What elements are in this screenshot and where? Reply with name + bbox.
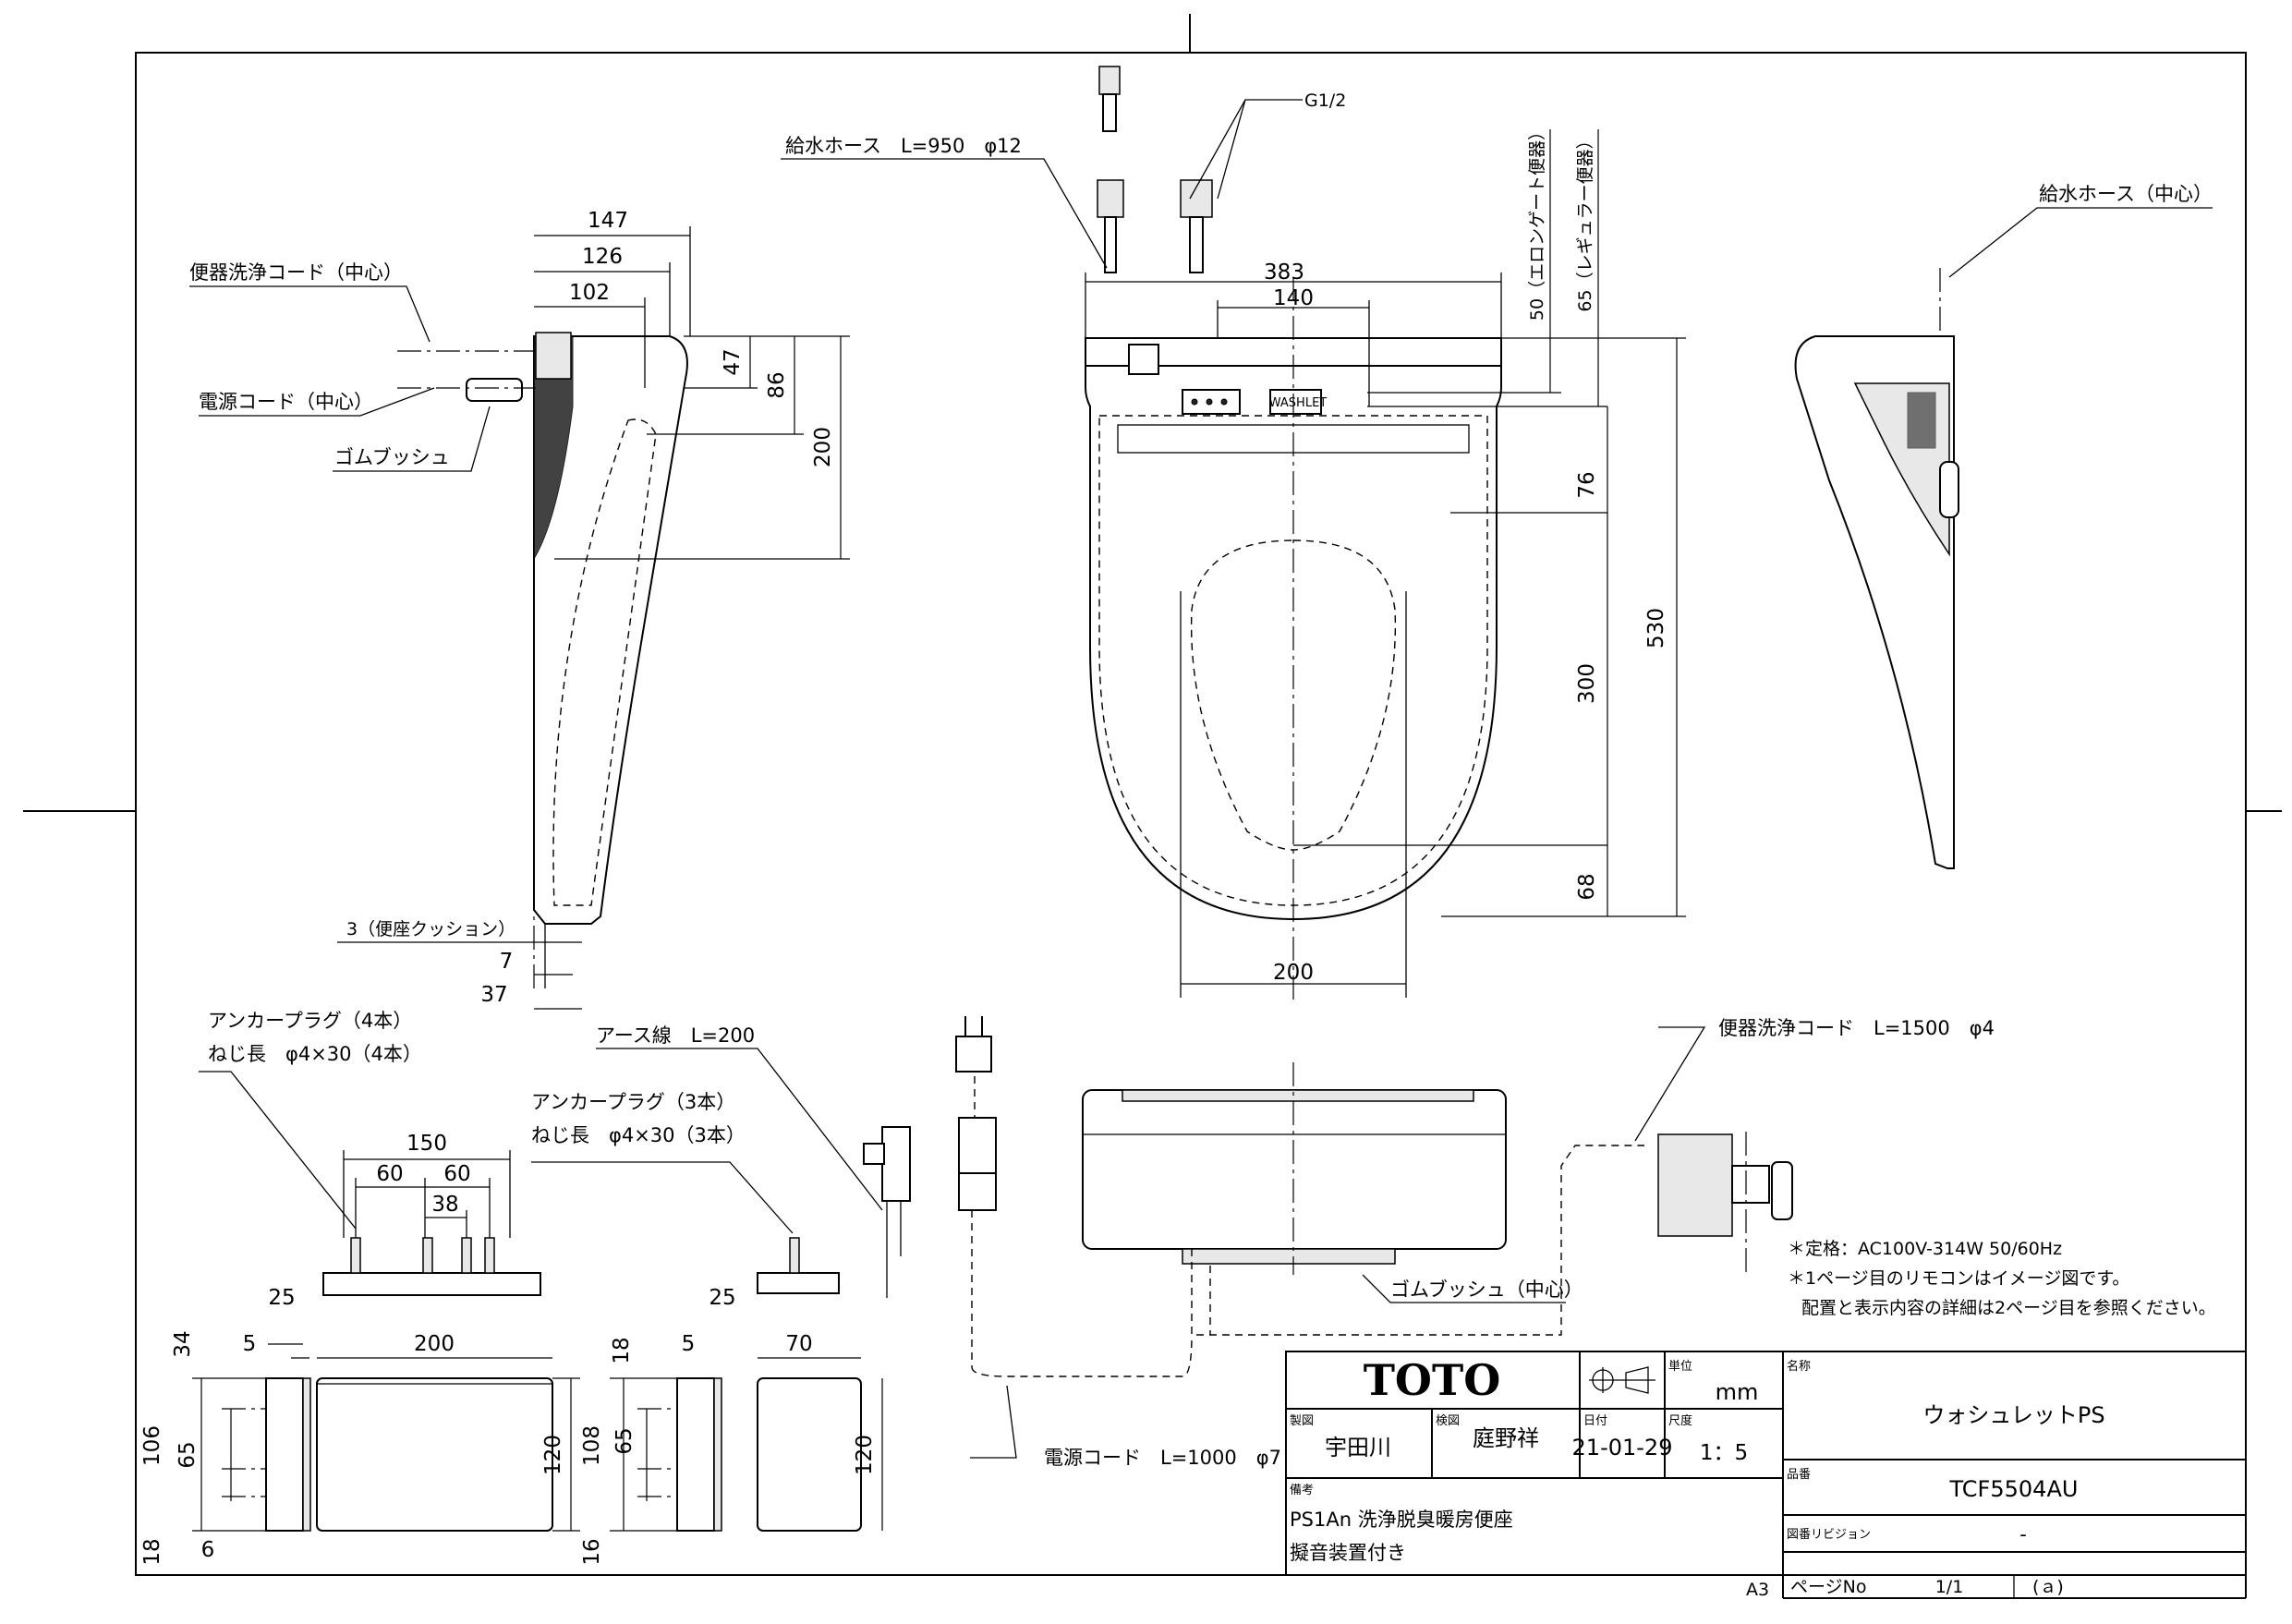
value-drawn: 宇田川 [1325, 1435, 1391, 1460]
value-scale: 1：5 [1700, 1441, 1748, 1465]
label-power-cord-center: 電源コード（中心） [199, 391, 373, 413]
dim-200-rc: 200 [414, 1332, 455, 1356]
dim-106: 106 [140, 1425, 164, 1466]
value-name: ウォシュレットPS [1922, 1402, 2104, 1428]
label-unit: 単位 [1668, 1359, 1692, 1374]
dim-25b: 25 [709, 1286, 735, 1310]
remote-holder-left [192, 1343, 580, 1532]
dim-47: 47 [721, 348, 745, 375]
top-view-center [781, 66, 1686, 1002]
label-checked: 検図 [1436, 1414, 1460, 1428]
dim-38: 38 [431, 1193, 458, 1217]
dim-300: 300 [1575, 663, 1599, 704]
label-anchor4-line1: アンカープラグ（4本） [208, 1010, 412, 1032]
label-remarks: 備考 [1290, 1483, 1314, 1497]
label-panel-caption: WASHLET [1269, 396, 1328, 410]
note-remote-image: ＊1ページ目のリモコンはイメージ図です。 [1788, 1268, 2129, 1289]
dim-126: 126 [582, 245, 623, 269]
anchor-plate-3 [531, 1161, 840, 1294]
dim-60b: 60 [443, 1162, 470, 1186]
value-revision: - [2019, 1523, 2027, 1545]
dim-150: 150 [406, 1132, 447, 1156]
dim-5b: 5 [682, 1332, 696, 1356]
label-bowl-wash-cord-center: 便器洗浄コード（中心） [189, 261, 403, 284]
note-rating: ＊定格：AC100V-314W 50/60Hz [1788, 1239, 2062, 1259]
value-date: 21-01-29 [1572, 1435, 1673, 1460]
remote-holder-right [610, 1357, 883, 1532]
dim-76: 76 [1575, 471, 1599, 498]
value-checked: 庭野祥 [1473, 1425, 1539, 1451]
value-unit: mm [1716, 1379, 1759, 1405]
label-anchor4-line2: ねじ長 φ4×30（4本） [208, 1043, 422, 1065]
value-remarks-line1: PS1An 洗浄脱臭暖房便座 [1290, 1509, 1513, 1531]
label-power-cord: 電源コード L=1000 φ7 [1044, 1447, 1281, 1469]
label-elongated: 50（エロンゲート便器） [1527, 123, 1547, 321]
dim-70: 70 [785, 1332, 812, 1356]
dim-120a: 120 [541, 1435, 565, 1475]
label-rubber-bush-center: ゴムブッシュ（中心） [1390, 1279, 1583, 1301]
front-view [596, 1016, 1793, 1459]
label-page: ページNo [1790, 1577, 1866, 1597]
dim-18a: 18 [140, 1538, 164, 1565]
label-part: 品番 [1787, 1468, 1811, 1482]
value-part: TCF5504AU [1949, 1476, 2079, 1502]
dim-25a: 25 [268, 1286, 295, 1310]
dim-68: 68 [1575, 873, 1599, 900]
dim-37: 37 [480, 983, 507, 1007]
dim-86: 86 [765, 371, 789, 398]
dim-120b: 120 [853, 1435, 877, 1475]
dim-530: 530 [1644, 608, 1668, 648]
title-block [1285, 1351, 2247, 1599]
value-page-extra: (ａ) [2032, 1577, 2064, 1597]
label-drawn: 製図 [1290, 1414, 1314, 1428]
dim-102: 102 [569, 281, 610, 305]
label-regular: 65（レギュラー便器） [1575, 131, 1595, 311]
dim-383: 383 [1264, 261, 1304, 285]
dim-108: 108 [580, 1425, 604, 1466]
label-bowl-wash-cord: 便器洗浄コード L=1500 φ4 [1718, 1017, 1995, 1039]
label-supply-hose-left: 給水ホース L=950 φ12 [785, 135, 1022, 157]
label-rubber-bush: ゴムブッシュ [334, 446, 450, 468]
label-anchor3-line1: アンカープラグ（3本） [531, 1091, 735, 1113]
dim-65b: 65 [612, 1427, 637, 1454]
value-paper-size: A3 [1746, 1580, 1769, 1600]
brand-logo-text: TOTO [1364, 1355, 1501, 1405]
label-scale: 尺度 [1668, 1413, 1692, 1428]
dim-16: 16 [580, 1538, 604, 1565]
value-page: 1/1 [1935, 1577, 1964, 1597]
dim-18b: 18 [610, 1337, 634, 1363]
note-see-page2: 配置と表示内容の詳細は2ページ目を参照ください。 [1801, 1298, 2216, 1318]
label-anchor3-line2: ねじ長 φ4×30（3本） [531, 1124, 746, 1146]
dim-147: 147 [588, 209, 628, 233]
dim-200-side: 200 [811, 427, 835, 467]
value-remarks-line2: 擬音装置付き [1290, 1542, 1406, 1564]
side-view-left [189, 226, 850, 1010]
dim-65a: 65 [176, 1441, 200, 1468]
anchor-plate-4 [199, 1071, 541, 1296]
dim-140: 140 [1273, 286, 1314, 310]
dim-5a: 5 [243, 1332, 257, 1356]
dim-6: 6 [201, 1538, 215, 1562]
label-date: 日付 [1583, 1414, 1607, 1428]
dim-7: 7 [500, 950, 514, 974]
label-revision: 図番リビジョン [1787, 1528, 1871, 1542]
side-view-right [1794, 207, 2213, 869]
dim-200-front: 200 [1273, 961, 1314, 985]
dim-60a: 60 [376, 1162, 403, 1186]
label-g12: G1/2 [1304, 91, 1346, 111]
label-name: 名称 [1787, 1359, 1811, 1374]
label-supply-hose-right: 給水ホース（中心） [2039, 183, 2213, 205]
label-earth-wire: アース線 L=200 [596, 1024, 755, 1047]
label-seat-cushion: 3（便座クッション） [346, 919, 515, 939]
dim-34: 34 [171, 1330, 195, 1357]
